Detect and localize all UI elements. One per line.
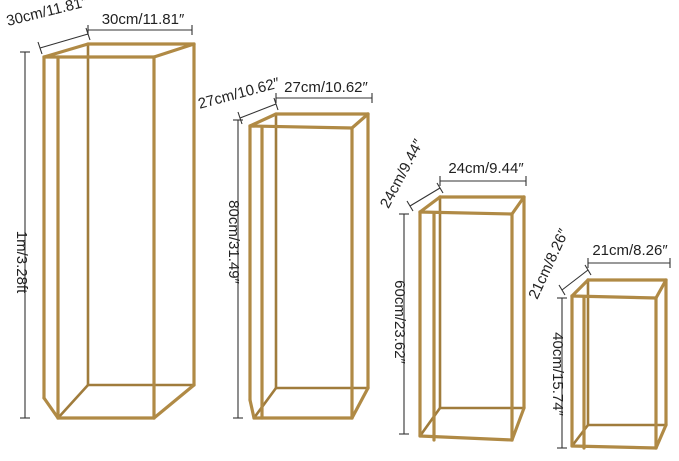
stand-large-height-label: 1m/3.28ft [13, 231, 30, 294]
stand-mini-depth-label: 21cm/8.26″ [525, 226, 573, 302]
stand-mini-frame [570, 278, 668, 450]
stand-medium-width-label: 27cm/10.62″ [284, 79, 368, 96]
stand-mini-dimensions: 40cm/15.74″ 21cm/8.26″ 21cm/8.26″ [525, 226, 671, 449]
stand-mini-width-label: 21cm/8.26″ [592, 242, 668, 259]
stand-large-depth-label: 30cm/11.81″ [5, 0, 90, 30]
stand-medium-height-label: 80cm/31.49″ [225, 200, 242, 284]
stand-large-width-label: 30cm/11.81″ [102, 11, 185, 28]
stand-small-width-label: 24cm/9.44″ [448, 160, 524, 177]
stand-mini-height-label: 40cm/15.74″ [549, 332, 566, 416]
stand-large-dimensions: 1m/3.28ft 30cm/11.81″ 30cm/11.81″ [5, 0, 193, 419]
stand-small-dimensions: 60cm/23.62″ 24cm/9.44″ 24cm/9.44″ [377, 136, 527, 435]
stand-small-height-label: 60cm/23.62″ [391, 280, 408, 364]
stand-large-frame [42, 42, 196, 420]
stand-small-frame [418, 195, 526, 442]
stand-medium-frame [248, 112, 370, 420]
